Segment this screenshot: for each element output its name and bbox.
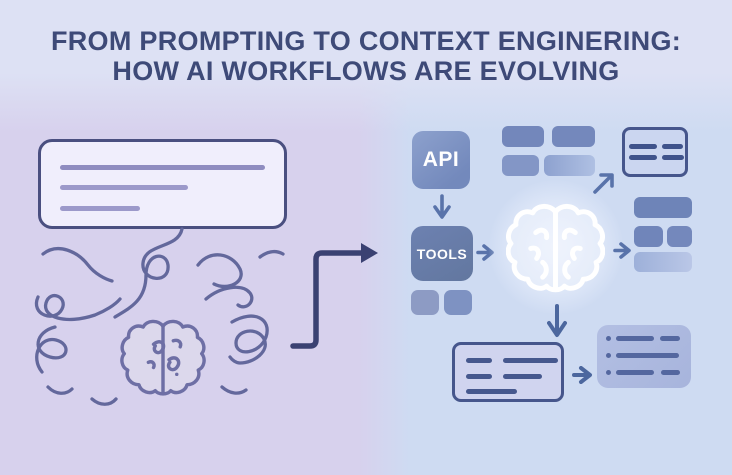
text-line bbox=[466, 374, 492, 379]
elbow-arrow-icon bbox=[290, 243, 378, 349]
tools-box-label: TOOLS bbox=[416, 245, 468, 262]
placeholder-line bbox=[60, 185, 188, 190]
note-card bbox=[622, 127, 688, 177]
memory-block bbox=[502, 126, 544, 147]
text-line bbox=[629, 144, 657, 149]
list-line bbox=[616, 370, 654, 375]
structured-doc-card bbox=[452, 342, 564, 402]
text-line bbox=[466, 389, 517, 394]
text-line bbox=[662, 144, 683, 149]
list-card bbox=[597, 325, 691, 388]
list-line bbox=[616, 336, 654, 341]
brain-doodle-dot bbox=[175, 372, 179, 377]
arrow-right-icon bbox=[572, 366, 592, 384]
output-block bbox=[634, 226, 663, 247]
memory-block bbox=[552, 126, 595, 147]
list-line bbox=[661, 370, 680, 375]
brain-icon bbox=[506, 203, 605, 293]
memory-block bbox=[544, 155, 595, 176]
output-block bbox=[634, 252, 692, 272]
bullet-dot bbox=[606, 336, 611, 341]
api-box: API bbox=[412, 131, 470, 189]
output-block bbox=[634, 197, 692, 218]
background-top-band bbox=[0, 0, 732, 132]
title-line-2: HOW AI WORKFLOWS ARE EVOLVING bbox=[112, 56, 620, 86]
text-line bbox=[629, 155, 657, 160]
output-block bbox=[667, 226, 692, 247]
memory-block bbox=[502, 155, 539, 176]
arrow-down-icon bbox=[433, 194, 451, 219]
page-title: FROM PROMPTING TO CONTEXT ENGINERING: HO… bbox=[0, 26, 732, 86]
small-block bbox=[444, 290, 472, 315]
small-block bbox=[411, 290, 439, 315]
placeholder-line bbox=[60, 165, 265, 170]
text-line bbox=[466, 358, 492, 363]
list-line bbox=[616, 353, 679, 358]
title-line-1: FROM PROMPTING TO CONTEXT ENGINERING: bbox=[50, 26, 682, 56]
text-line bbox=[662, 155, 684, 160]
prompt-card bbox=[38, 139, 287, 229]
arrow-up-right-icon bbox=[593, 173, 614, 194]
arrow-down-icon bbox=[547, 304, 567, 337]
bullet-dot bbox=[606, 370, 611, 375]
scribble-lines-icon bbox=[34, 227, 285, 406]
brain-doodle-icon bbox=[120, 319, 206, 396]
text-line bbox=[503, 374, 542, 379]
text-line bbox=[503, 358, 558, 363]
arrow-right-icon bbox=[613, 242, 631, 259]
api-box-label: API bbox=[422, 148, 460, 171]
tools-box: TOOLS bbox=[411, 226, 473, 281]
bullet-dot bbox=[606, 353, 611, 358]
list-line bbox=[660, 336, 680, 341]
placeholder-line bbox=[60, 206, 140, 211]
